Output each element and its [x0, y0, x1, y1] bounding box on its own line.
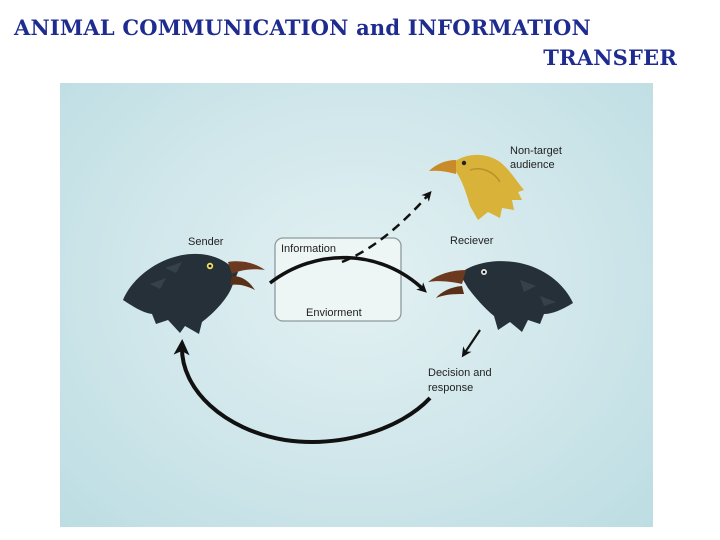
decision-label-line-1: Decision and: [428, 367, 492, 379]
information-arrow: [268, 255, 427, 293]
receiver-label: Reciever: [450, 235, 494, 247]
sender-bird-icon: [123, 253, 265, 334]
environment-label: Enviorment: [306, 307, 362, 319]
page-title-line-1: ANIMAL COMMUNICATION and INFORMATION: [14, 15, 591, 40]
sender-label: Sender: [188, 236, 224, 248]
page-title-line-2: TRANSFER: [543, 45, 677, 70]
non-target-bird-icon: [429, 154, 524, 220]
non-target-dashed-arrow: [341, 190, 432, 264]
feedback-arrow: [173, 339, 432, 444]
decision-arrow: [461, 329, 481, 358]
decision-label-line-2: response: [428, 382, 473, 394]
information-label: Information: [281, 243, 336, 255]
non-target-label-line-2: audience: [510, 159, 555, 171]
non-target-label-line-1: Non-target: [510, 145, 562, 157]
receiver-bird-icon: [428, 261, 573, 332]
